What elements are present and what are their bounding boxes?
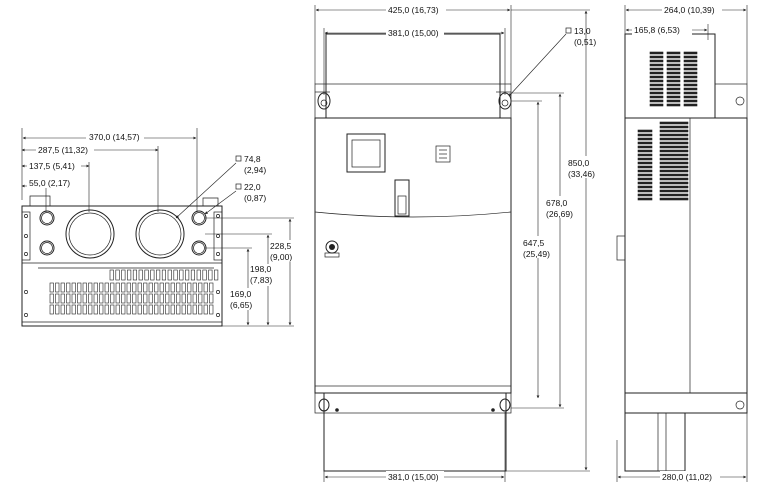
side-view-dimensions: 264,0 (10,39) 165,8 (6,53) 280,0 (11,02): [616, 4, 748, 482]
dim-small-hole: 22,0: [244, 182, 261, 192]
mount-hole-bottom-left: [318, 398, 330, 412]
large-conduit-hole-right: [135, 209, 185, 259]
svg-text:(7,83): (7,83): [250, 275, 272, 285]
dim-front-height: 850,0: [568, 158, 590, 168]
svg-text:(9,00): (9,00): [270, 252, 292, 262]
svg-text:(2,94): (2,94): [244, 165, 266, 175]
dim-front-mount-bottom: 381,0 (15,00): [388, 472, 439, 482]
svg-text:(26,69): (26,69): [546, 209, 573, 219]
dim-offset-55: 55,0 (2,17): [29, 178, 70, 188]
small-conduit-hole: [39, 210, 55, 226]
dim-front-647: 647,5: [523, 238, 545, 248]
dim-front-width: 425,0 (16,73): [388, 5, 439, 15]
drive-enclosure: [314, 117, 512, 394]
keypad-display: [346, 133, 386, 173]
svg-text:(25,49): (25,49): [523, 249, 550, 259]
status-leds: [435, 145, 451, 163]
dim-offset-137: 137,5 (5,41): [29, 161, 75, 171]
svg-text:(0,87): (0,87): [244, 193, 266, 203]
bottom-vent-slots: [49, 269, 219, 315]
mount-hole-bottom-right: [499, 398, 511, 412]
dim-hole-spacing: 287,5 (11,32): [38, 145, 88, 155]
dim-bottom-width: 370,0 (14,57): [89, 132, 140, 142]
dim-height-228: 228,5: [270, 241, 292, 251]
front-view: [314, 33, 512, 472]
side-view: [616, 33, 748, 472]
dim-side-165: 165,8 (6,53): [634, 25, 680, 35]
dim-mount-hole: 13,0: [574, 26, 591, 36]
top-mount-bracket: [325, 33, 501, 119]
bottom-view: [21, 195, 223, 327]
bottom-view-dimensions: 370,0 (14,57) 287,5 (11,32) 137,5 (5,41)…: [21, 128, 294, 327]
dim-side-bottom: 280,0 (11,02): [662, 472, 712, 482]
large-conduit-hole-left: [65, 209, 115, 259]
side-vent-main: [637, 121, 689, 201]
side-bottom-box: [624, 412, 686, 472]
dim-front-678: 678,0: [546, 198, 568, 208]
bottom-plate-outline: [21, 205, 223, 327]
dim-height-198: 198,0: [250, 264, 272, 274]
dim-side-depth: 264,0 (10,39): [664, 5, 715, 15]
svg-text:(6,65): (6,65): [230, 300, 252, 310]
front-view-dimensions: 425,0 (16,73) 381,0 (15,00) 13,0 (0,51) …: [314, 4, 596, 482]
svg-text:(33,46): (33,46): [568, 169, 595, 179]
mount-hole-top-left: [317, 92, 331, 110]
svg-text:(0,51): (0,51): [574, 37, 596, 47]
connector-port: [394, 179, 410, 217]
bottom-terminal-box: [323, 392, 507, 472]
dim-front-mount-top: 381,0 (15,00): [388, 28, 439, 38]
dim-large-hole: 74,8: [244, 154, 261, 164]
dim-height-169: 169,0: [230, 289, 252, 299]
side-vent-top: [649, 51, 698, 107]
